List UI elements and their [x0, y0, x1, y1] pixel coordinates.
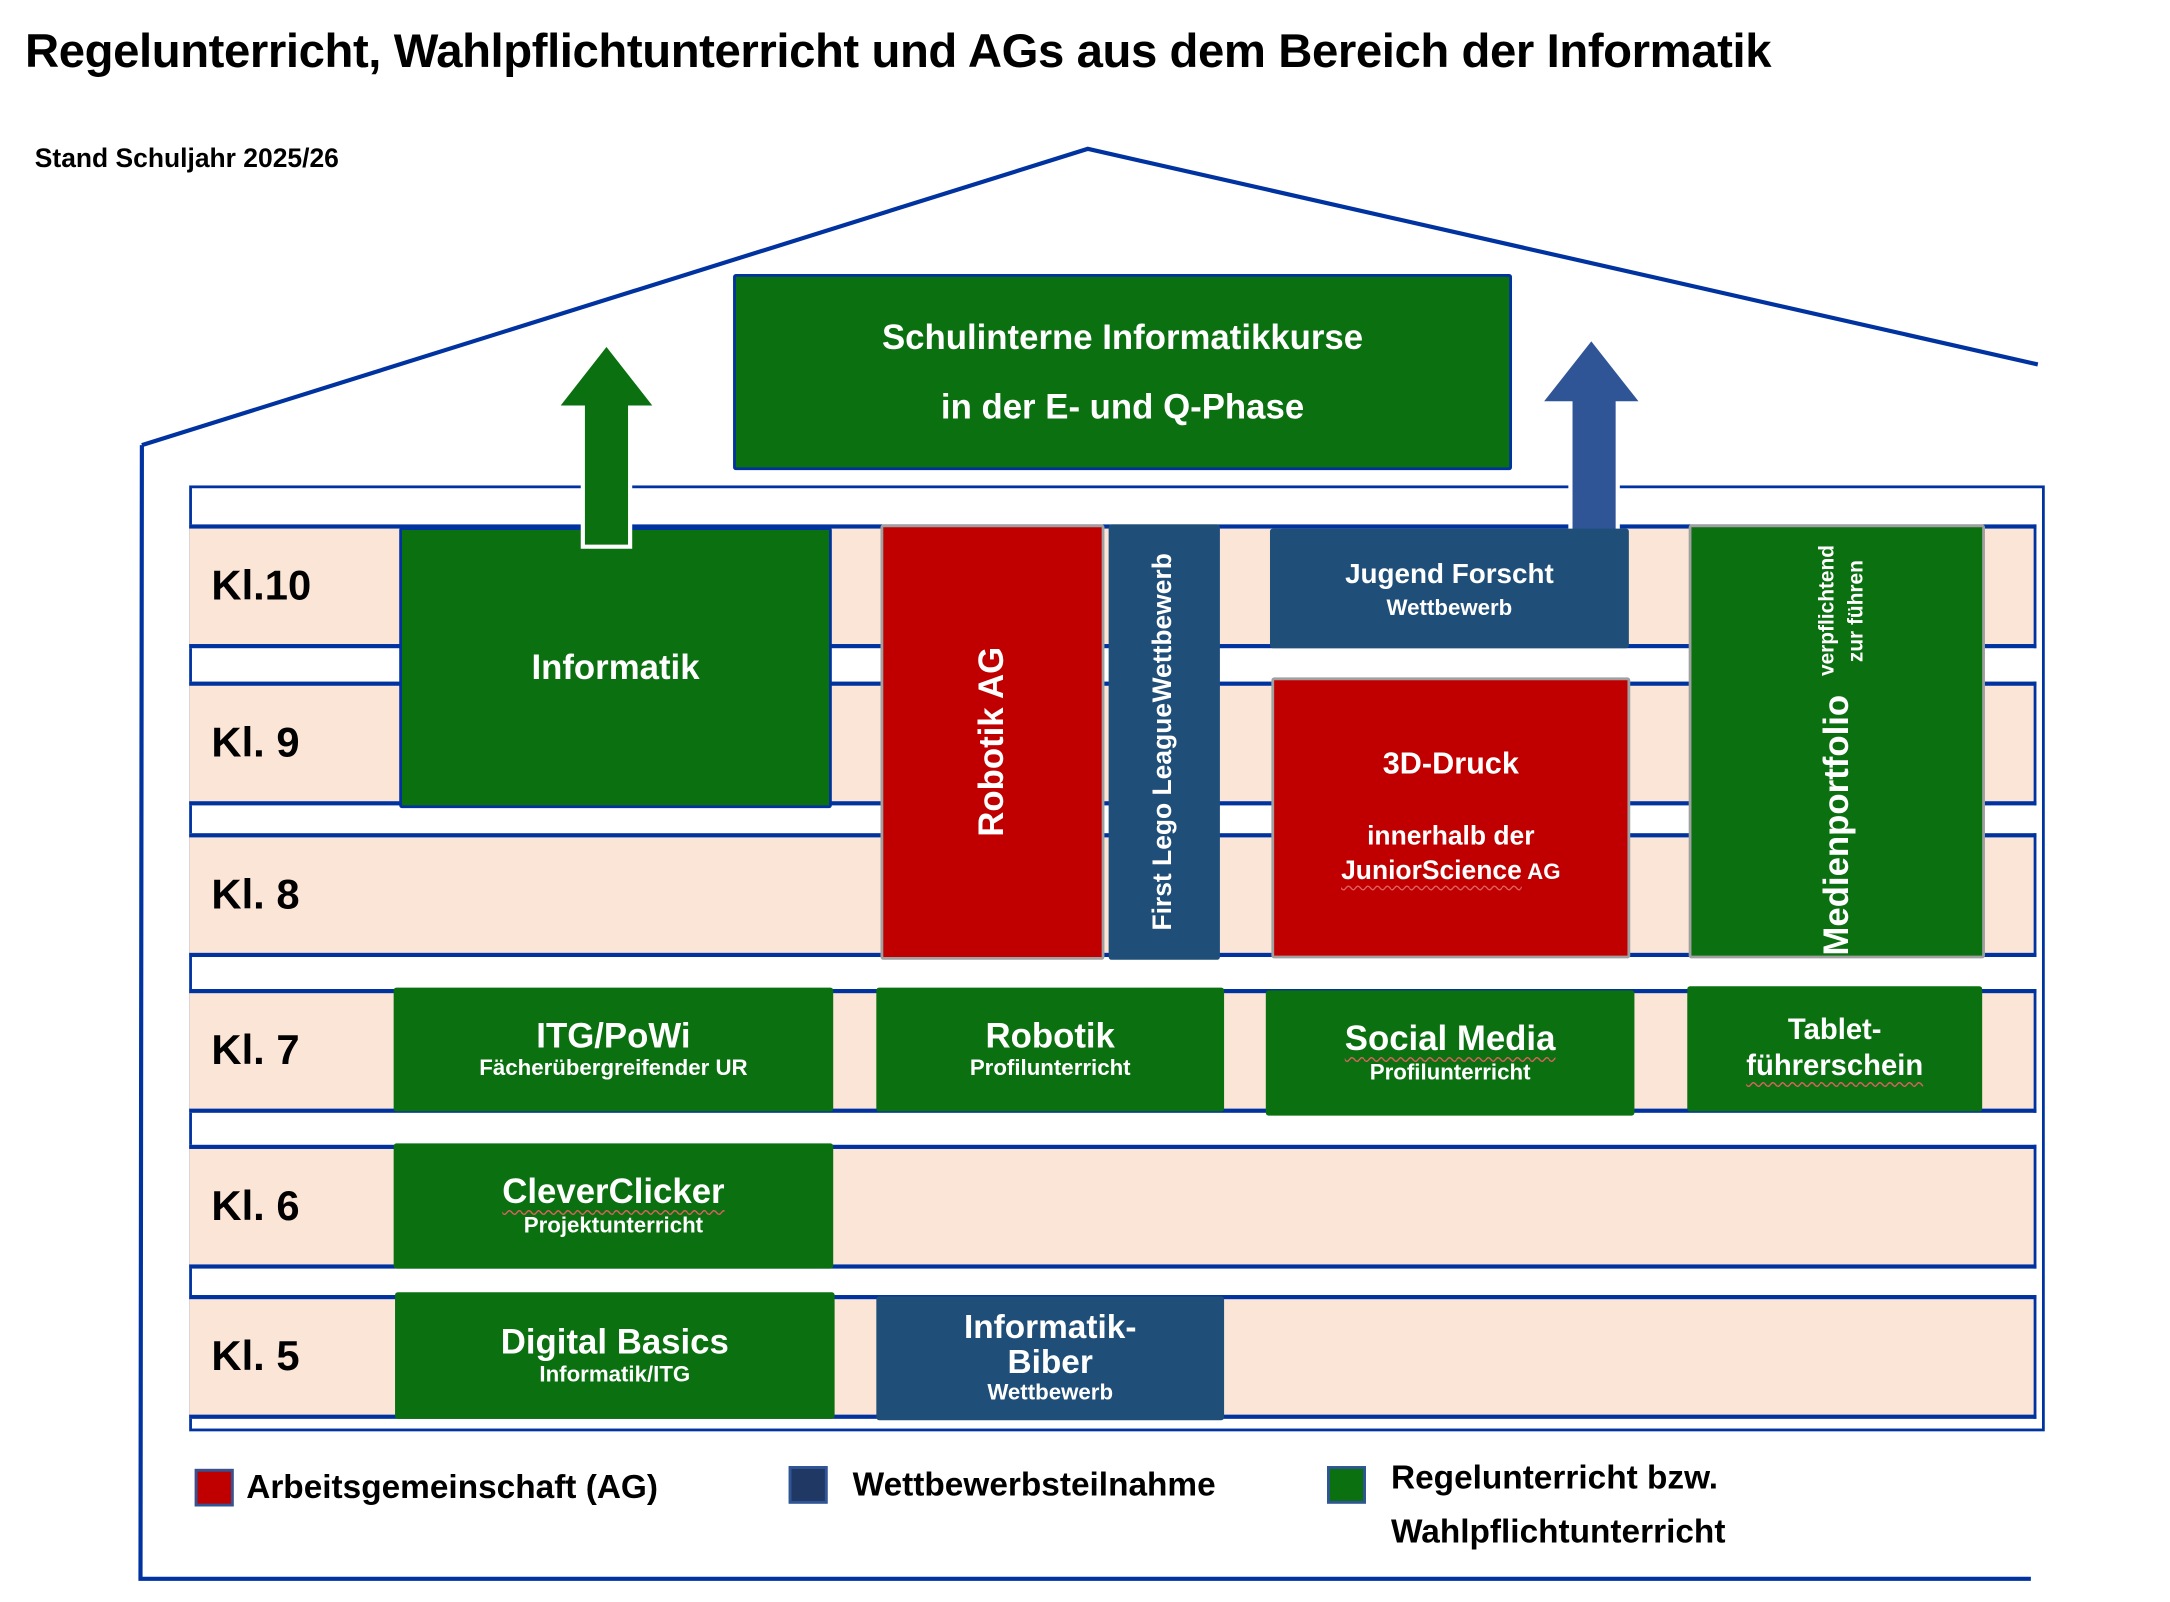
box-title: First Lego League — [1148, 702, 1178, 931]
box-title: Robotik AG — [972, 647, 1012, 838]
box-title: ITG/PoWi — [536, 1016, 691, 1056]
itg-powi-box: ITG/PoWi Fächerübergreifender UR — [393, 987, 834, 1112]
digital-basics-box: Digital Basics Informatik/ITG — [395, 1292, 835, 1419]
legend-swatch-ag — [194, 1468, 234, 1507]
cleverclicker-box: CleverClicker Projektunterricht — [393, 1143, 834, 1269]
tabletfuehrerschein-box: Tablet- führerschein — [1687, 986, 1983, 1112]
3d-druck-box: 3D-Druck innerhalb der JuniorScience AG — [1271, 677, 1631, 959]
medienportfolio-box: Medienportfolio verpflichtend zur führen — [1688, 524, 1985, 959]
jugend-forscht-box: Jugend Forscht Wettbewerb — [1269, 528, 1629, 649]
row-label: Kl. 5 — [211, 1333, 300, 1380]
arrow-up-green-icon — [552, 340, 661, 549]
box-title: Social Media — [1344, 1019, 1556, 1059]
box-title: Digital Basics — [500, 1322, 729, 1362]
robotik-ag-box: Robotik AG — [880, 524, 1105, 960]
box-title: Tablet- — [1787, 1013, 1882, 1046]
box-title: CleverClicker — [502, 1172, 725, 1212]
robotik-box: Robotik Profilunterricht — [876, 987, 1225, 1112]
box-title: Jugend Forscht — [1345, 559, 1554, 591]
box-subtitle: Wettbewerb — [987, 1381, 1114, 1406]
box-title-line2: führerschein — [1746, 1050, 1924, 1083]
box-subtitle: verpflichtend zur führen — [1814, 545, 1868, 677]
box-title: Medienportfolio — [1816, 694, 1856, 956]
juniorscience-text: JuniorScience — [1341, 856, 1522, 887]
first-lego-league-box: First Lego League Wettbewerb — [1108, 524, 1220, 960]
box-subtitle: Wettbewerb — [1386, 597, 1513, 621]
box-subtitle: Profilunterricht — [969, 1057, 1131, 1082]
page-title: Regelunterricht, Wahlpflichtunterricht u… — [25, 25, 1772, 78]
oberstufe-box: Schulinterne Informatikkurse in der E- u… — [733, 274, 1513, 471]
legend-label-wettbewerb: Wettbewerbsteilnahme — [852, 1466, 1216, 1504]
box-title: 3D-Druck — [1382, 746, 1519, 781]
oberstufe-line2: in der E- und Q-Phase — [940, 387, 1305, 427]
box-title-line2: Biber — [1007, 1343, 1093, 1382]
arrow-up-blue-icon — [1535, 334, 1648, 549]
legend-label-regelunterricht-line2: Wahlpflichtunterricht — [1391, 1513, 1726, 1551]
box-subtitle: Informatik/ITG — [539, 1363, 691, 1388]
legend-swatch-regelunterricht — [1327, 1466, 1366, 1504]
row-label: Kl.10 — [211, 562, 312, 609]
box-subtitle: Fächerübergreifender UR — [479, 1057, 748, 1082]
box-subtitle: innerhalb der — [1367, 822, 1535, 852]
row-label: Kl. 6 — [211, 1183, 300, 1229]
ag-text: AG — [1521, 861, 1561, 885]
legend-swatch-wettbewerb — [788, 1466, 828, 1504]
informatik-biber-box: Informatik- Biber Wettbewerb — [876, 1296, 1225, 1421]
box-title: Informatik — [531, 647, 700, 687]
legend-label-ag: Arbeitsgemeinschaft (AG) — [246, 1468, 659, 1507]
box-title: Robotik — [985, 1016, 1115, 1056]
subtitle: Stand Schuljahr 2025/26 — [34, 144, 339, 174]
box-subtitle: Profilunterricht — [1369, 1061, 1531, 1085]
legend-label-regelunterricht: Regelunterricht bzw. — [1391, 1459, 1719, 1497]
box-subtitle: Projektunterricht — [523, 1214, 704, 1238]
box-title: Informatik- — [963, 1308, 1137, 1347]
oberstufe-line1: Schulinterne Informatikkurse — [881, 317, 1364, 357]
row-label: Kl. 7 — [211, 1027, 300, 1074]
roof-line — [141, 146, 2039, 448]
box-subtitle: Wettbewerb — [1148, 553, 1178, 703]
house-inner-frame — [189, 485, 2045, 1432]
social-media-box: Social Media Profilunterricht — [1265, 990, 1635, 1116]
row-label: Kl. 9 — [211, 719, 300, 766]
house-walls — [138, 445, 2031, 1581]
row-label: Kl. 8 — [211, 871, 300, 918]
